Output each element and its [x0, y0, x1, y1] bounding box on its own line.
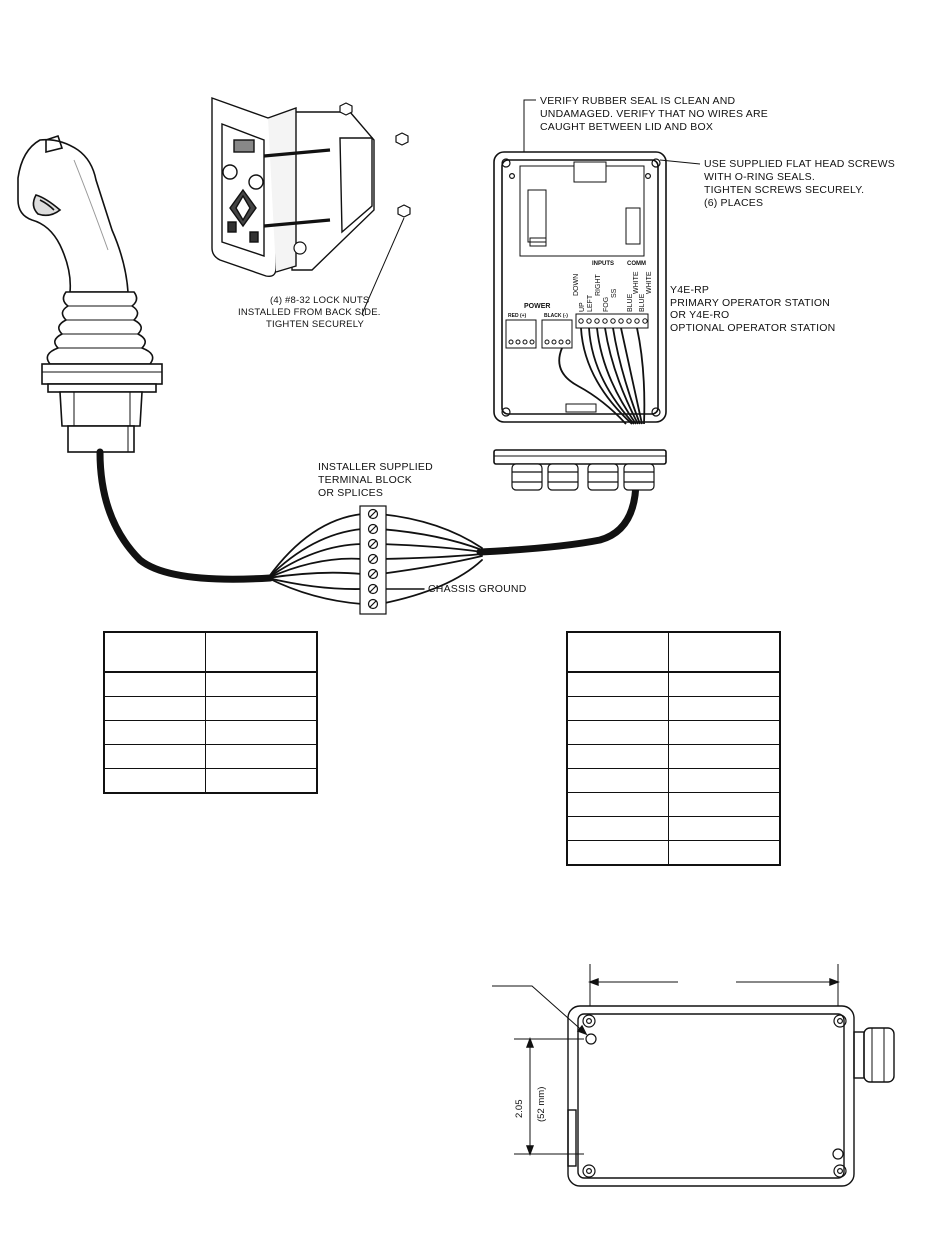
pin-label-fog: FOG	[603, 297, 610, 312]
operator-station-box	[493, 151, 667, 491]
terminal-block	[359, 505, 387, 615]
lid-screw-icons	[501, 158, 661, 417]
svg-text:Y4E-RP: Y4E-RP	[670, 284, 709, 296]
svg-text:INSTALLER SUPPLIED: INSTALLER SUPPLIED	[318, 461, 433, 473]
comm-pin-label-1: BLUE	[627, 293, 634, 312]
svg-text:INSTALLED FROM BACK SIDE.: INSTALLED FROM BACK SIDE.	[238, 307, 381, 318]
table-row	[103, 720, 318, 745]
table-row	[566, 744, 781, 769]
table-row	[566, 816, 781, 841]
mounting-dimension-drawing	[492, 964, 895, 1187]
remote-panel	[211, 97, 411, 278]
table-row	[566, 720, 781, 745]
cable-harness	[96, 448, 640, 605]
note-station: Y4E-RP PRIMARY OPERATOR STATION OR Y4E-R…	[670, 284, 835, 334]
joystick-controller	[17, 134, 163, 453]
svg-text:OPTIONAL OPERATOR STATION: OPTIONAL OPERATOR STATION	[670, 322, 835, 334]
black-label: BLACK (-)	[544, 313, 568, 319]
table-row	[103, 768, 318, 794]
mount-hole-icons	[582, 1014, 847, 1178]
svg-text:VERIFY RUBBER SEAL IS CLEAN AN: VERIFY RUBBER SEAL IS CLEAN AND	[540, 95, 735, 107]
svg-text:TIGHTEN SECURELY: TIGHTEN SECURELY	[266, 319, 365, 330]
board-labels: INPUTS COMM POWER RED (+) BLACK (-) UP D…	[508, 261, 653, 319]
callout-leaders	[523, 99, 701, 165]
wiring-table-left	[103, 631, 318, 794]
svg-text:OR Y4E-RO: OR Y4E-RO	[670, 309, 729, 321]
table-row	[566, 840, 781, 866]
red-label: RED (+)	[508, 313, 527, 319]
svg-text:CAUGHT BETWEEN LID AND BOX: CAUGHT BETWEEN LID AND BOX	[540, 121, 713, 133]
wiring-table-right	[566, 631, 781, 866]
table-row	[566, 792, 781, 817]
comm-pin-label-4: WHITE	[646, 271, 653, 294]
svg-text:WITH O-RING SEALS.: WITH O-RING SEALS.	[704, 171, 815, 183]
comm-pin-label-3: BLUE	[639, 293, 646, 312]
svg-text:TIGHTEN SCREWS SECURELY.: TIGHTEN SCREWS SECURELY.	[704, 184, 864, 196]
svg-text:OR SPLICES: OR SPLICES	[318, 487, 383, 499]
table-row	[566, 696, 781, 721]
note-terminal-block: INSTALLER SUPPLIED TERMINAL BLOCK OR SPL…	[318, 461, 433, 499]
pin-label-right: RIGHT	[595, 274, 602, 297]
svg-text:TERMINAL BLOCK: TERMINAL BLOCK	[318, 474, 412, 486]
table-row	[103, 696, 318, 721]
note-screws: USE SUPPLIED FLAT HEAD SCREWS WITH O-RIN…	[704, 158, 895, 209]
cable-gland-icons	[511, 463, 655, 491]
table-row	[103, 671, 318, 697]
note-lock-nuts: (4) #8-32 LOCK NUTS INSTALLED FROM BACK …	[238, 295, 381, 330]
svg-text:(6) PLACES: (6) PLACES	[704, 197, 763, 209]
terminal-screws	[367, 508, 379, 610]
power-label: POWER	[524, 303, 550, 310]
table-header-row	[566, 631, 781, 673]
comm-label: COMM	[627, 261, 646, 267]
pin-label-down: DOWN	[573, 274, 580, 296]
lock-nut-leader	[361, 217, 405, 317]
table-header-row	[103, 631, 318, 673]
svg-text:(4) #8-32 LOCK NUTS: (4) #8-32 LOCK NUTS	[270, 295, 369, 306]
svg-text:PRIMARY OPERATOR STATION: PRIMARY OPERATOR STATION	[670, 297, 830, 309]
dimension-value: 2.05	[514, 1100, 525, 1119]
pin-label-up: UP	[579, 302, 586, 312]
pin-label-left: LEFT	[587, 294, 594, 312]
comm-pin-label-2: WHITE	[633, 271, 640, 294]
lock-nut-icons	[293, 102, 411, 255]
table-row	[566, 768, 781, 793]
table-row	[103, 744, 318, 769]
note-rubber-seal: VERIFY RUBBER SEAL IS CLEAN AND UNDAMAGE…	[540, 95, 768, 133]
pin-label-ss: SS	[611, 288, 618, 298]
svg-text:UNDAMAGED. VERIFY THAT NO WIRE: UNDAMAGED. VERIFY THAT NO WIRES ARE	[540, 108, 768, 120]
chassis-ground-label: CHASSIS GROUND	[428, 583, 527, 595]
inputs-label: INPUTS	[592, 261, 614, 267]
dimension-metric: (52 mm)	[536, 1087, 547, 1122]
table-row	[566, 671, 781, 697]
svg-text:USE SUPPLIED FLAT HEAD SCREWS: USE SUPPLIED FLAT HEAD SCREWS	[704, 158, 895, 170]
